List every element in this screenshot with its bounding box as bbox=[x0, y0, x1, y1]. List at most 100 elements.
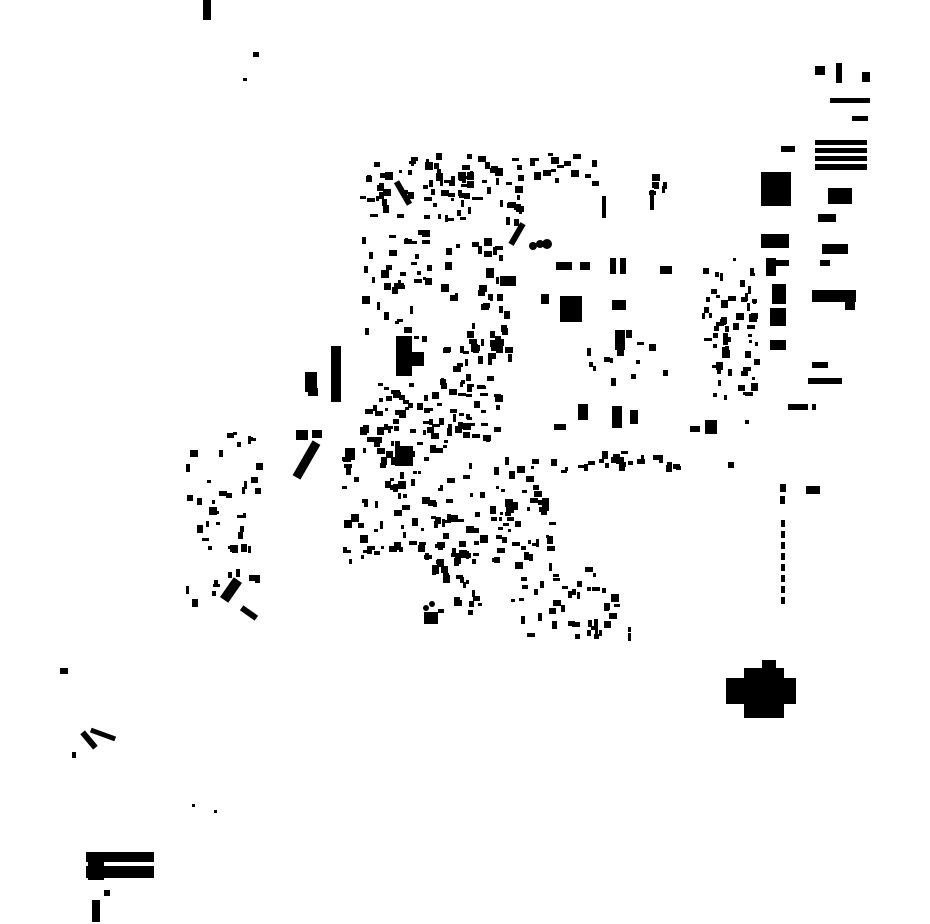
building bbox=[346, 467, 351, 475]
building bbox=[702, 313, 705, 319]
building bbox=[744, 668, 784, 718]
building bbox=[429, 180, 433, 187]
building bbox=[571, 170, 579, 177]
building bbox=[386, 396, 392, 401]
building bbox=[468, 207, 471, 214]
building bbox=[812, 362, 828, 368]
building bbox=[436, 153, 442, 160]
building bbox=[474, 541, 479, 545]
building bbox=[508, 354, 512, 362]
building bbox=[463, 351, 469, 354]
building bbox=[249, 575, 256, 581]
building bbox=[386, 451, 393, 458]
building bbox=[617, 350, 624, 356]
building bbox=[460, 382, 463, 387]
building bbox=[496, 535, 502, 539]
building bbox=[405, 238, 408, 243]
building bbox=[486, 438, 490, 442]
building bbox=[408, 403, 413, 408]
building bbox=[577, 581, 582, 587]
building bbox=[479, 285, 487, 288]
building bbox=[728, 369, 732, 376]
building bbox=[649, 344, 656, 351]
building bbox=[738, 385, 745, 391]
building bbox=[585, 567, 593, 572]
building bbox=[470, 384, 474, 387]
building bbox=[497, 548, 505, 553]
building bbox=[517, 165, 522, 170]
building bbox=[438, 609, 444, 613]
building bbox=[92, 900, 100, 922]
building bbox=[747, 303, 750, 311]
building bbox=[716, 362, 723, 370]
building bbox=[615, 330, 625, 350]
building bbox=[469, 463, 472, 469]
building bbox=[506, 182, 512, 185]
building bbox=[460, 519, 464, 522]
building bbox=[423, 430, 426, 435]
building bbox=[473, 596, 480, 601]
building bbox=[366, 176, 372, 182]
building bbox=[454, 558, 459, 566]
building bbox=[781, 575, 785, 582]
building bbox=[399, 170, 402, 173]
building bbox=[393, 419, 399, 424]
building bbox=[766, 258, 776, 276]
building bbox=[459, 413, 464, 416]
building bbox=[496, 486, 499, 489]
building bbox=[467, 384, 472, 392]
building bbox=[733, 258, 736, 261]
building bbox=[453, 366, 461, 372]
building bbox=[206, 521, 209, 527]
building bbox=[467, 331, 474, 338]
building bbox=[379, 183, 384, 186]
building bbox=[490, 331, 495, 338]
building bbox=[238, 532, 243, 539]
building bbox=[781, 597, 785, 604]
building bbox=[499, 517, 502, 521]
building bbox=[394, 426, 399, 431]
building bbox=[587, 587, 591, 591]
building bbox=[456, 244, 460, 248]
building bbox=[526, 476, 534, 482]
building bbox=[377, 302, 380, 310]
building bbox=[610, 358, 613, 363]
building bbox=[457, 210, 461, 216]
building bbox=[395, 321, 399, 324]
building-round bbox=[529, 242, 537, 250]
building bbox=[382, 199, 387, 206]
building bbox=[430, 408, 433, 411]
building bbox=[351, 514, 359, 522]
building bbox=[469, 339, 477, 344]
building bbox=[377, 185, 384, 191]
building bbox=[402, 505, 410, 510]
building bbox=[432, 565, 439, 572]
building bbox=[472, 197, 480, 200]
building bbox=[393, 390, 400, 398]
building bbox=[437, 169, 441, 174]
building bbox=[430, 445, 436, 453]
building bbox=[448, 424, 452, 429]
building bbox=[781, 564, 785, 571]
building bbox=[219, 491, 227, 496]
building bbox=[227, 433, 234, 438]
building bbox=[441, 190, 449, 196]
building bbox=[418, 230, 425, 235]
building bbox=[458, 422, 463, 429]
building bbox=[436, 173, 443, 181]
building bbox=[367, 546, 375, 550]
building bbox=[381, 457, 387, 465]
building bbox=[424, 457, 429, 461]
building bbox=[424, 215, 430, 219]
building bbox=[354, 477, 359, 482]
building bbox=[483, 303, 490, 308]
building bbox=[592, 181, 599, 186]
building bbox=[602, 588, 606, 593]
building bbox=[780, 496, 785, 504]
building bbox=[463, 423, 471, 430]
building bbox=[584, 464, 588, 471]
building bbox=[491, 517, 497, 521]
building bbox=[716, 295, 720, 298]
building bbox=[427, 265, 432, 271]
building bbox=[243, 78, 247, 81]
